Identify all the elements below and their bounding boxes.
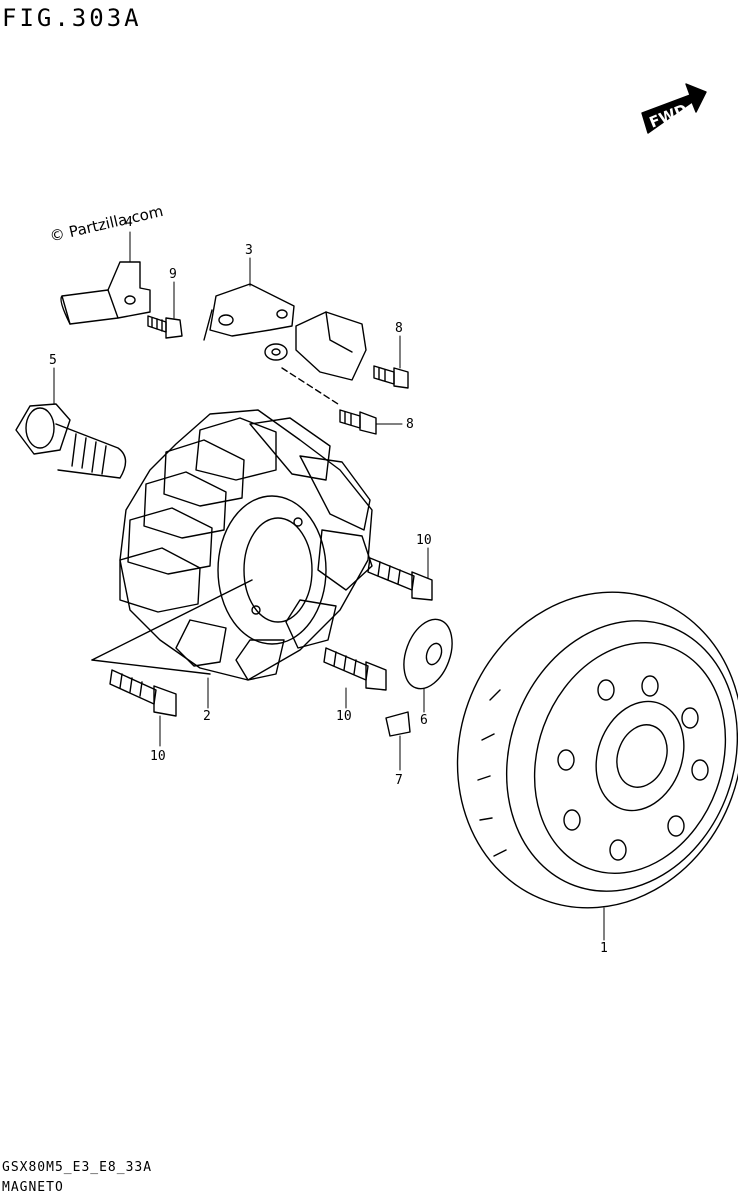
callout-6: 6 bbox=[420, 713, 428, 728]
rotor-part-1 bbox=[456, 591, 738, 909]
bracket-part-4 bbox=[60, 261, 151, 325]
screw-part-10-upper bbox=[367, 557, 433, 601]
callout-10-lower: 10 bbox=[150, 749, 166, 764]
key-part-7 bbox=[385, 711, 411, 737]
bolt-part-5 bbox=[15, 403, 127, 479]
stator-part-2 bbox=[91, 409, 373, 681]
forward-arrow-icon: FWD bbox=[641, 83, 707, 134]
callout-labels: 4 9 3 5 8 8 10 2 10 10 6 7 1 bbox=[49, 215, 608, 956]
callout-7: 7 bbox=[395, 773, 403, 788]
callout-10-upper: 10 bbox=[416, 533, 432, 548]
screw-part-8-lower bbox=[339, 409, 377, 435]
leader-lines bbox=[53, 231, 605, 941]
callout-8-upper: 8 bbox=[395, 321, 403, 336]
callout-9: 9 bbox=[169, 267, 177, 282]
washer-part-6 bbox=[403, 618, 453, 690]
grommet-cover bbox=[264, 311, 367, 381]
callout-3: 3 bbox=[245, 243, 253, 258]
callout-10-middle: 10 bbox=[336, 709, 352, 724]
callout-2: 2 bbox=[203, 709, 211, 724]
leader-dashed bbox=[281, 367, 339, 405]
callout-1: 1 bbox=[600, 941, 608, 956]
callout-8-lower: 8 bbox=[406, 417, 414, 432]
section-name: MAGNETO bbox=[2, 1180, 64, 1195]
screw-part-10-lower bbox=[109, 669, 177, 717]
callout-5: 5 bbox=[49, 353, 57, 368]
screw-part-8-upper bbox=[373, 365, 409, 389]
screw-part-10-middle bbox=[323, 647, 387, 691]
model-code: GSX80M5_E3_E8_33A bbox=[2, 1160, 153, 1175]
callout-4: 4 bbox=[125, 215, 133, 230]
screw-part-9 bbox=[147, 315, 183, 339]
clamp-part-3 bbox=[203, 283, 295, 341]
figure-title: FIG.303A bbox=[2, 4, 142, 32]
